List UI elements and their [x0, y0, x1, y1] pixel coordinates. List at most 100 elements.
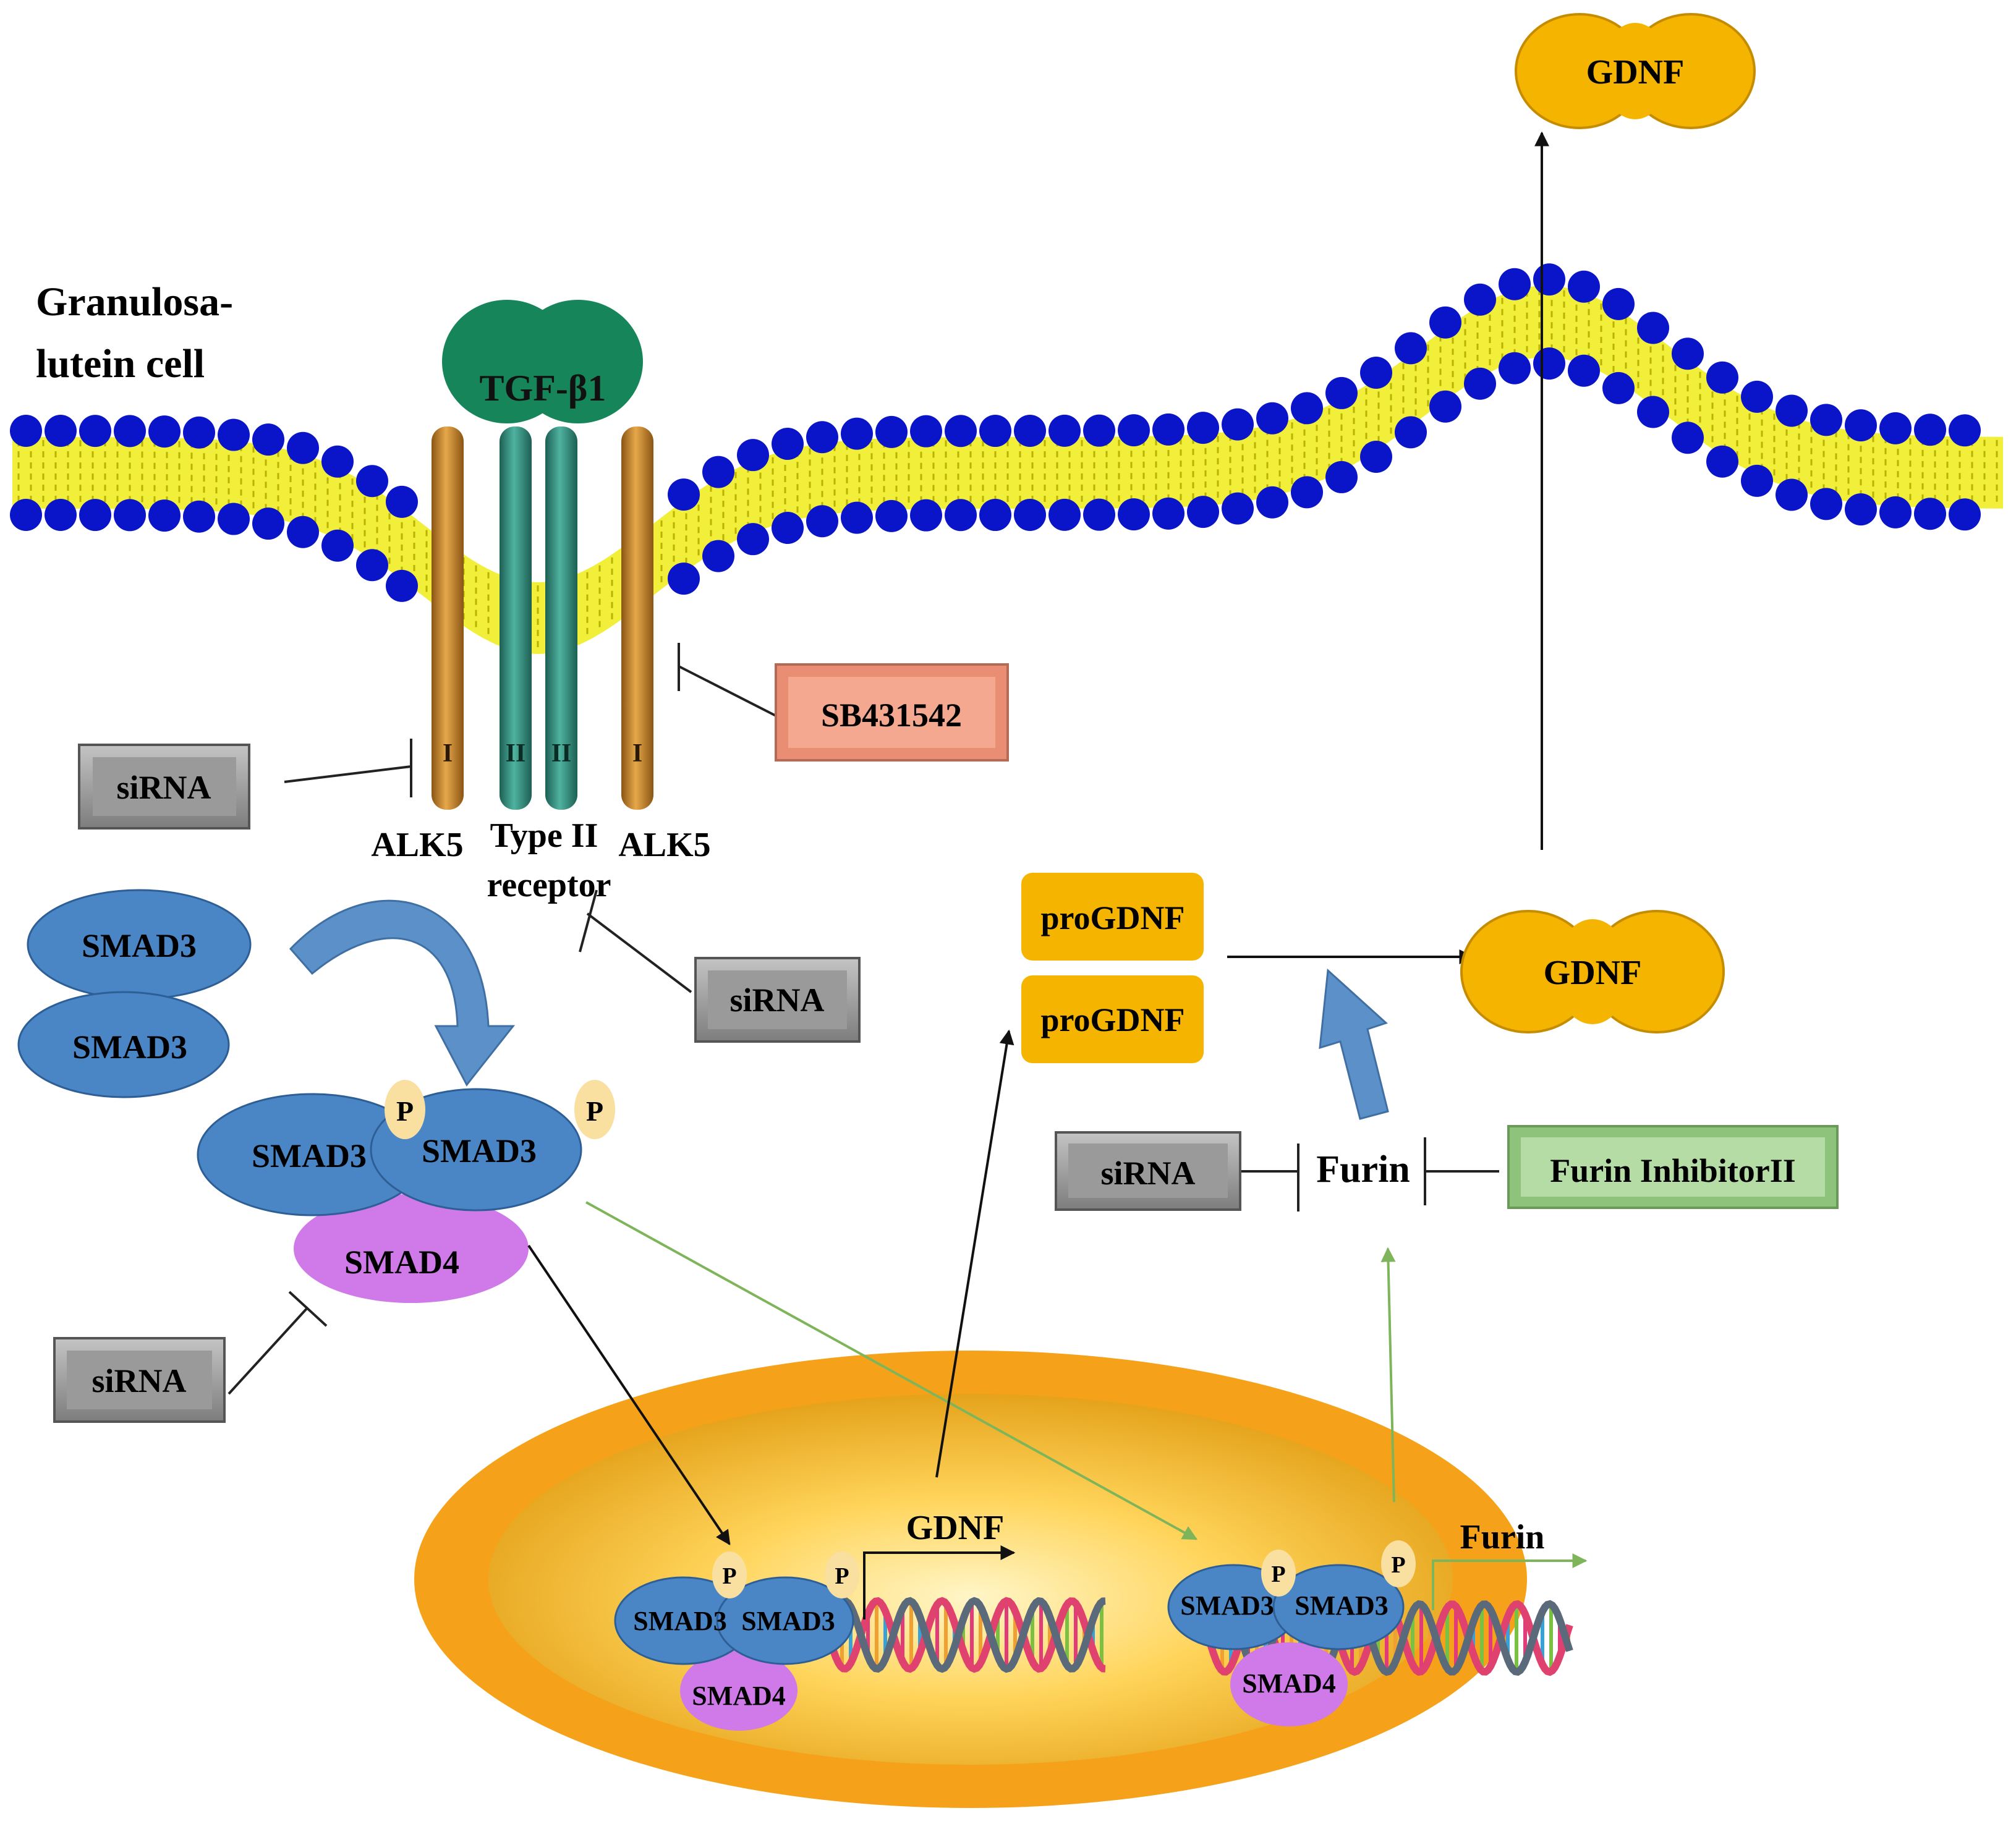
gdnf-transcription-arrow [863, 1545, 1016, 1619]
lipid-head [10, 415, 42, 448]
nuclear-translocation-arrow-gdnf [527, 1244, 731, 1545]
lipid-head [1222, 408, 1254, 441]
gdnf-gene-label: GDNF [906, 1509, 1005, 1547]
receptor-complex: I II II I [432, 426, 653, 810]
lipid-head [1152, 413, 1185, 446]
lipid-head [1360, 440, 1392, 473]
inhibition-lines [228, 643, 1499, 1395]
lipid-head [1291, 476, 1323, 509]
lipid-head [1429, 390, 1461, 423]
alk5-right-receptor [621, 426, 653, 810]
lipid-head [1152, 497, 1185, 530]
sirna-type2-box: siRNA [694, 957, 861, 1043]
lipid-head [1810, 404, 1842, 436]
lipid-head [10, 499, 42, 532]
lipid-head [148, 415, 181, 448]
phospho-1-label: P [396, 1095, 414, 1127]
lipid-tail-band [12, 286, 2003, 654]
alk5-left-receptor [432, 426, 464, 810]
type2-receptor-right [545, 426, 577, 810]
lipid-head [1256, 402, 1288, 435]
sirna-alk5-box: siRNA [78, 744, 250, 830]
furin-inhibitor-box: Furin InhibitorII [1507, 1125, 1839, 1209]
type2-receptor-label-line1: Type II [490, 817, 598, 855]
lipid-head [979, 499, 1011, 532]
lipid-head [1949, 414, 1981, 447]
cytoplasmic-smads: SMAD3 SMAD3 [17, 889, 252, 1098]
dna-helix-gdnf [825, 1597, 1106, 1673]
lipid-head [772, 512, 804, 545]
smad3-free-2-label: SMAD3 [72, 1029, 187, 1066]
nuclear-smad3-gdnf-1-label: SMAD3 [633, 1606, 727, 1636]
lipid-head [1464, 367, 1496, 400]
lipid-head [287, 516, 319, 548]
lipid-head [1602, 287, 1635, 320]
phospho-2-label: P [586, 1095, 603, 1127]
lipid-head [841, 501, 873, 534]
lipid-head [1187, 412, 1219, 444]
lipid-head [1776, 478, 1808, 511]
nuclear-complex-furin: SMAD4 SMAD3 SMAD3 P P [1167, 1540, 1416, 1726]
lipid-head [1914, 414, 1946, 446]
lipid-head [386, 485, 418, 518]
lipid-head [1325, 376, 1358, 409]
lipid-head [737, 439, 769, 472]
lipid-head [910, 499, 942, 532]
tgf-beta1-ligand: TGF-β1 [442, 300, 643, 423]
lipid-head [1533, 263, 1565, 296]
lipid-head [1048, 414, 1081, 447]
lipid-head [875, 415, 908, 448]
gdnf-secreted-label: GDNF [1586, 53, 1685, 91]
lipid-head [79, 415, 111, 448]
lipid-head [1845, 493, 1877, 526]
sb431542-label: SB431542 [821, 697, 962, 734]
lipid-head [356, 465, 388, 498]
nuclear-smad3-gdnf-2-label: SMAD3 [741, 1606, 835, 1636]
smad3-complex-1-label: SMAD3 [252, 1137, 367, 1174]
lipid-head [1325, 460, 1358, 493]
lipid-head [1879, 496, 1912, 528]
lipid-head [1602, 371, 1635, 404]
lipid-head [321, 529, 354, 562]
dna-strand [825, 1597, 1106, 1673]
progdnf-boxes: proGDNF proGDNF [1021, 873, 1204, 1063]
lipid-head [148, 499, 181, 532]
lipid-head [1568, 270, 1600, 303]
lipid-head [79, 499, 111, 532]
lipid-head [1256, 486, 1288, 519]
lipid-head [702, 456, 734, 488]
gdnf-intracellular-label: GDNF [1544, 954, 1642, 992]
lipid-head [1222, 492, 1254, 525]
lipid-head [806, 421, 838, 454]
activated-smad-complex: SMAD4 SMAD3 SMAD3 P P [197, 1080, 615, 1303]
lipid-head [945, 499, 977, 532]
smad3-complex-2-label: SMAD3 [422, 1132, 537, 1169]
sirna-smad4-box: siRNA [53, 1337, 226, 1423]
sirna-furin-label: siRNA [1100, 1155, 1195, 1192]
lipid-head [1048, 498, 1081, 531]
lipid-head [910, 415, 942, 448]
gdnf-intracellular: GDNF [1460, 910, 1725, 1033]
lipid-head [1706, 361, 1738, 394]
lipid-head [979, 415, 1011, 448]
lipid-head [287, 431, 319, 464]
lipid-head [1879, 412, 1912, 444]
lipid-head [1776, 394, 1808, 427]
lipid-head [252, 423, 284, 456]
lipid-head [1499, 268, 1531, 300]
lipid-head [183, 500, 215, 533]
lipid-head [252, 507, 284, 540]
lipid-head [1949, 498, 1981, 531]
nuclear-complex-gdnf: SMAD4 SMAD3 SMAD3 P P [614, 1551, 859, 1731]
lipid-head [841, 417, 873, 450]
sirna-smad4-label: siRNA [91, 1362, 186, 1399]
nuclear-phospho-furin-2: P [1391, 1552, 1405, 1578]
lipid-head [1533, 347, 1565, 380]
gdnf-secreted: GDNF [1515, 13, 1756, 129]
lipid-head [668, 562, 700, 595]
alk5-right-label: ALK5 [618, 826, 710, 864]
furin-activation-arrow [1319, 968, 1389, 1120]
lipid-head [875, 499, 908, 532]
tgf-beta1-label: TGF-β1 [480, 368, 606, 409]
lipid-head [1014, 498, 1046, 531]
